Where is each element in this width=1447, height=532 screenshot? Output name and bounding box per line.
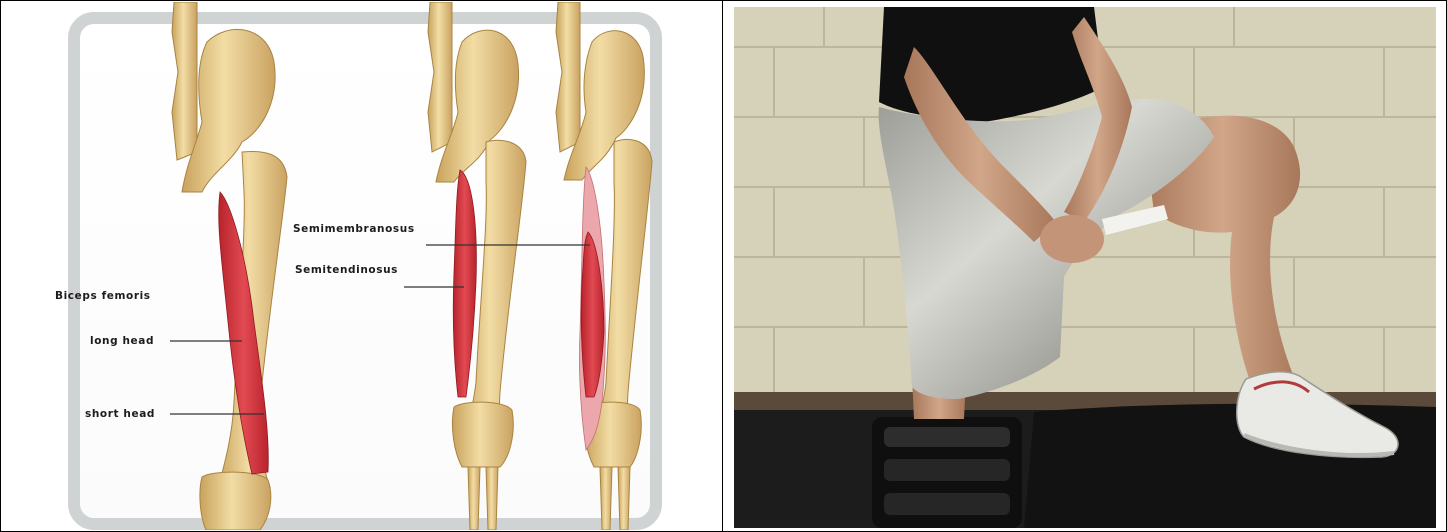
stretch-photo <box>734 7 1436 528</box>
tibia-bone <box>600 467 612 530</box>
knee-bone <box>452 402 513 467</box>
fibula-bone <box>618 467 630 530</box>
fibula-bone <box>486 467 498 530</box>
tibia-bone <box>468 467 480 530</box>
anatomy-panel: Biceps femoris long head short head Semi… <box>2 2 721 530</box>
spine-bone <box>172 2 197 160</box>
cell-divider <box>722 0 723 532</box>
stretch-photo-illustration <box>734 7 1436 528</box>
label-semimembranosus: Semimembranosus <box>293 223 415 235</box>
figure-semimembranosus <box>428 2 526 530</box>
spine-bone <box>556 2 580 152</box>
knee-bone <box>200 472 271 530</box>
spine-bone <box>428 2 452 152</box>
clasped-hands <box>1040 215 1104 263</box>
figure-semitendinosus <box>556 2 652 530</box>
label-biceps-femoris: Biceps femoris <box>55 290 151 302</box>
semimembranosus-muscle <box>453 170 476 397</box>
figure-biceps-femoris <box>172 2 287 530</box>
label-long-head: long head <box>90 335 154 347</box>
label-semitendinosus: Semitendinosus <box>295 264 398 276</box>
label-short-head: short head <box>85 408 155 420</box>
